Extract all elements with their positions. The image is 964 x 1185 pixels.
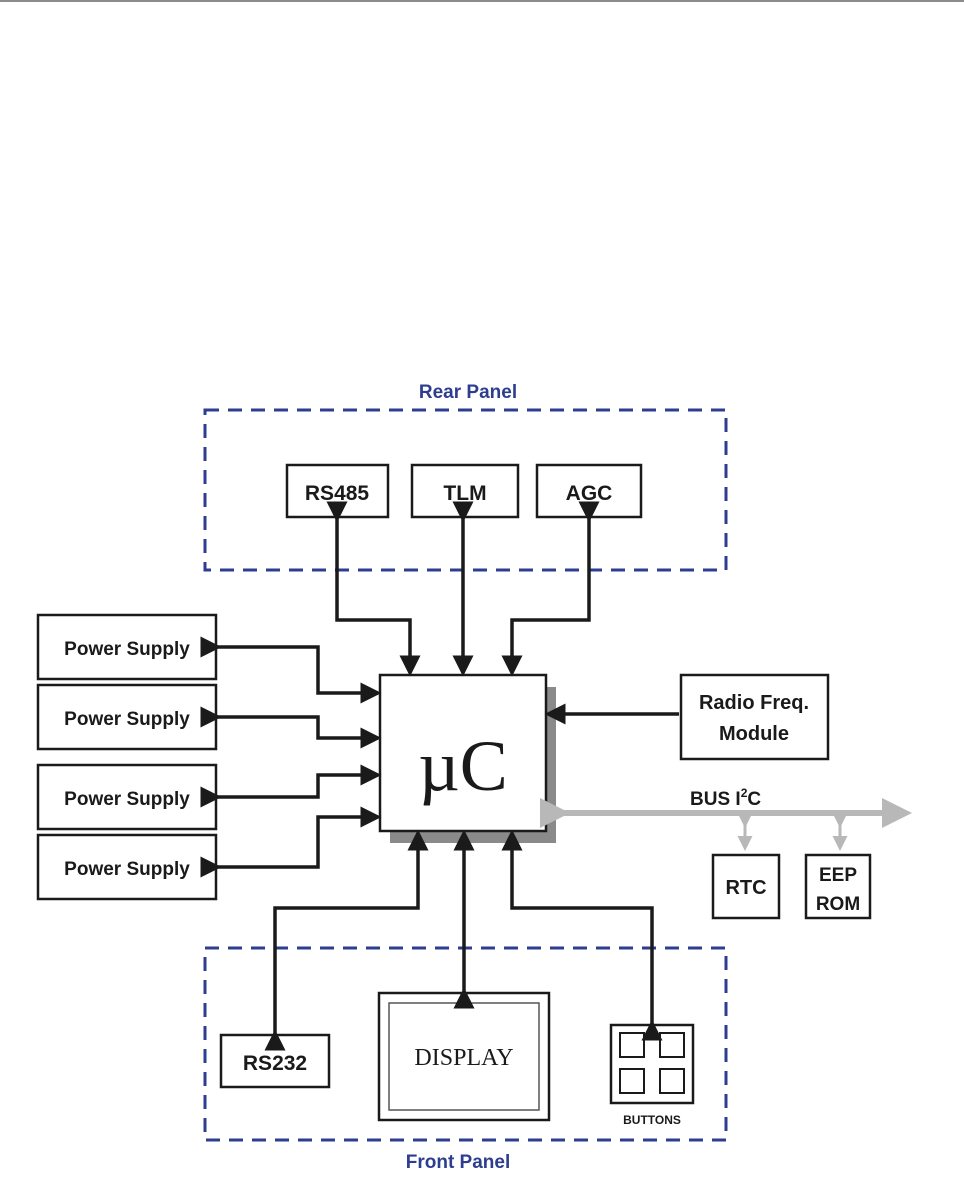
display-block: DISPLAY: [379, 993, 549, 1120]
svg-text:AGC: AGC: [566, 482, 613, 505]
svg-text:BUTTONS: BUTTONS: [623, 1113, 681, 1127]
i2c-bus-label: BUS I2C: [690, 786, 761, 810]
svg-text:Power Supply: Power Supply: [64, 789, 190, 810]
rs485-block: RS485: [287, 465, 388, 517]
svg-text:TLM: TLM: [443, 482, 486, 505]
front-panel-label: Front Panel: [406, 1152, 511, 1173]
controller-block: µC: [380, 675, 546, 831]
eeprom-block: EEP ROM: [806, 855, 870, 918]
rs232-block: RS232: [221, 1035, 329, 1087]
power-supply-2: Power Supply: [38, 685, 216, 749]
power-supply-1: Power Supply: [38, 615, 216, 679]
svg-text:Power Supply: Power Supply: [64, 709, 190, 730]
svg-text:EEP: EEP: [819, 865, 857, 886]
svg-text:Module: Module: [719, 723, 789, 745]
buttons-block: BUTTONS: [611, 1025, 693, 1127]
power-supply-3: Power Supply: [38, 765, 216, 829]
ps2-uc-link: [218, 717, 378, 738]
svg-text:DISPLAY: DISPLAY: [414, 1045, 513, 1071]
svg-text:RS232: RS232: [243, 1052, 307, 1075]
tlm-block: TLM: [412, 465, 518, 517]
ps3-uc-link: [218, 775, 378, 797]
rear-panel-label: Rear Panel: [419, 382, 517, 403]
svg-text:Radio Freq.: Radio Freq.: [699, 692, 809, 714]
agc-uc-link: [512, 519, 589, 673]
agc-block: AGC: [537, 465, 641, 517]
svg-text:RTC: RTC: [725, 877, 766, 899]
ps1-uc-link: [218, 647, 378, 693]
svg-text:RS485: RS485: [305, 482, 370, 505]
power-supply-4: Power Supply: [38, 835, 216, 899]
rtc-block: RTC: [713, 855, 779, 918]
svg-text:µC: µC: [418, 726, 508, 806]
radio-freq-module: Radio Freq. Module: [681, 675, 828, 759]
svg-text:Power Supply: Power Supply: [64, 859, 190, 880]
svg-text:Power Supply: Power Supply: [64, 639, 190, 660]
ps4-uc-link: [218, 817, 378, 867]
rs485-uc-link: [337, 519, 410, 673]
svg-text:ROM: ROM: [816, 894, 860, 915]
